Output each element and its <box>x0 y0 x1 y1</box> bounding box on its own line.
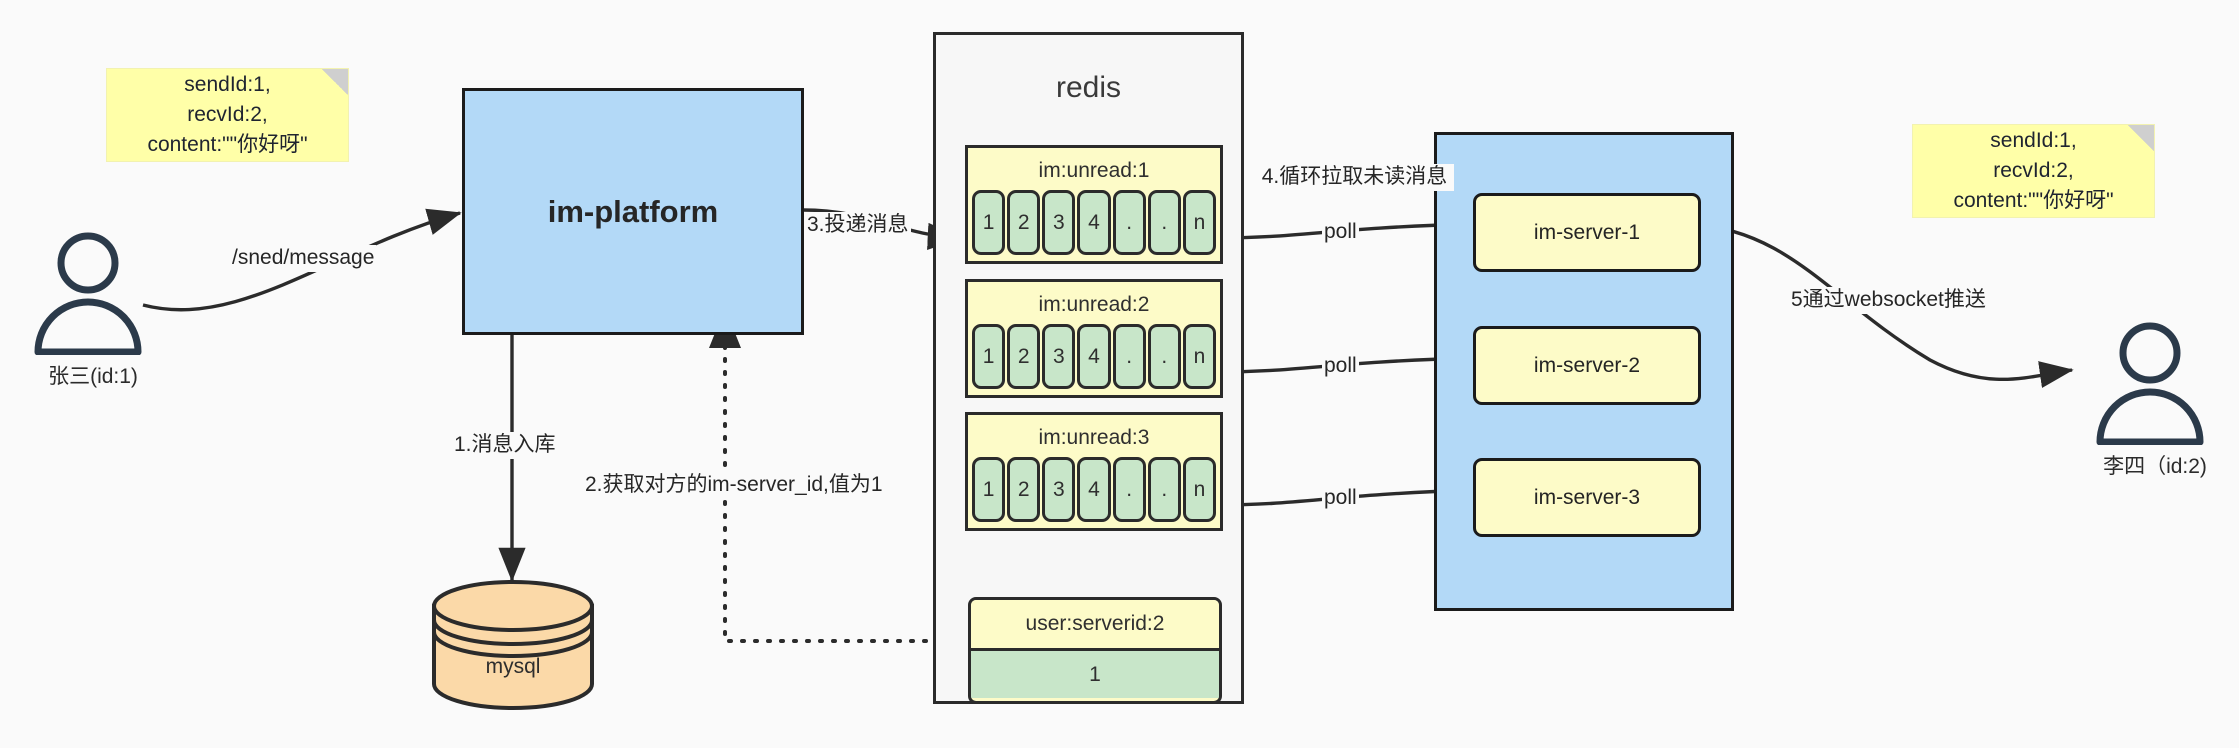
edge-label-send-message: /sned/message <box>230 245 377 272</box>
mysql-label: mysql <box>485 655 541 679</box>
redis-queue-3-cells: 1 2 3 4 . . n <box>972 457 1216 522</box>
sender-actor: 张三(id:1) <box>28 230 158 390</box>
im-server-1-label: im-server-1 <box>1533 220 1641 244</box>
queue-cell: . <box>1112 457 1146 522</box>
im-servers-container: im-server-1 im-server-2 im-server-3 <box>1434 132 1734 611</box>
queue-cell: 4 <box>1077 457 1111 522</box>
redis-serverid-key: user:serverid:2 <box>971 600 1219 648</box>
database-cylinder-icon <box>432 580 594 710</box>
edge-label-step2: 2.获取对方的im-server_id,值为1 <box>583 472 885 499</box>
redis-queue-1[interactable]: im:unread:1 1 2 3 4 . . n <box>965 145 1223 264</box>
receiver-actor-label: 李四（id:2) <box>2103 455 2207 478</box>
queue-cell: . <box>1147 190 1181 255</box>
sender-actor-label: 张三(id:1) <box>48 365 138 388</box>
queue-cell: 1 <box>972 324 1006 389</box>
redis-serverid-entry[interactable]: user:serverid:2 1 <box>968 597 1222 704</box>
queue-cell: 1 <box>972 190 1006 255</box>
sticky-note-left-text: sendId:1, recvId:2, content:""你好呀" <box>147 73 308 156</box>
queue-cell: 4 <box>1077 190 1111 255</box>
im-server-2[interactable]: im-server-2 <box>1473 326 1701 405</box>
queue-cell: n <box>1182 190 1216 255</box>
im-server-3[interactable]: im-server-3 <box>1473 458 1701 537</box>
queue-cell: . <box>1112 324 1146 389</box>
sticky-note-right: sendId:1, recvId:2, content:""你好呀" <box>1912 124 2155 218</box>
receiver-actor: 李四（id:2) <box>2090 320 2220 480</box>
queue-cell: n <box>1182 457 1216 522</box>
queue-cell: 2 <box>1007 324 1041 389</box>
person-icon <box>34 232 142 356</box>
edge-label-step4: 4.循环拉取未读消息 <box>1255 164 1454 191</box>
redis-queue-3-key: im:unread:3 <box>1038 426 1150 449</box>
queue-cell: 2 <box>1007 190 1041 255</box>
redis-serverid-value: 1 <box>971 648 1219 698</box>
redis-container: redis im:unread:1 1 2 3 4 . . n im:unrea… <box>933 32 1244 704</box>
queue-cell: . <box>1112 190 1146 255</box>
sticky-fold-icon <box>322 69 348 95</box>
edge-label-poll-1: poll <box>1322 219 1359 246</box>
edge-label-poll-2: poll <box>1322 353 1359 380</box>
im-server-1[interactable]: im-server-1 <box>1473 193 1701 272</box>
edge-label-step1: 1.消息入库 <box>452 432 558 459</box>
person-icon <box>2096 322 2204 446</box>
redis-queue-1-key: im:unread:1 <box>1038 159 1150 182</box>
im-platform-label: im-platform <box>547 193 719 229</box>
redis-queue-2-cells: 1 2 3 4 . . n <box>972 324 1216 389</box>
queue-cell: 2 <box>1007 457 1041 522</box>
redis-queue-2-key: im:unread:2 <box>1038 293 1150 316</box>
edge-label-poll-3: poll <box>1322 485 1359 512</box>
redis-queue-2[interactable]: im:unread:2 1 2 3 4 . . n <box>965 279 1223 398</box>
im-server-2-label: im-server-2 <box>1533 353 1641 377</box>
queue-cell: n <box>1182 324 1216 389</box>
redis-queue-1-cells: 1 2 3 4 . . n <box>972 190 1216 255</box>
redis-title: redis <box>1055 71 1122 104</box>
redis-queue-3[interactable]: im:unread:3 1 2 3 4 . . n <box>965 412 1223 531</box>
queue-cell: . <box>1147 324 1181 389</box>
queue-cell: 3 <box>1042 324 1076 389</box>
sticky-note-left: sendId:1, recvId:2, content:""你好呀" <box>106 68 349 162</box>
sticky-fold-icon <box>2128 125 2154 151</box>
queue-cell: 1 <box>972 457 1006 522</box>
im-server-3-label: im-server-3 <box>1533 485 1641 509</box>
edge-label-step5: 5通过websocket推送 <box>1789 287 1988 314</box>
edge-label-step3: 3.投递消息 <box>805 212 911 239</box>
queue-cell: . <box>1147 457 1181 522</box>
queue-cell: 3 <box>1042 457 1076 522</box>
sticky-note-right-text: sendId:1, recvId:2, content:""你好呀" <box>1953 129 2114 212</box>
queue-cell: 3 <box>1042 190 1076 255</box>
im-platform-box[interactable]: im-platform <box>462 88 804 335</box>
mysql-database[interactable]: mysql <box>428 580 598 710</box>
queue-cell: 4 <box>1077 324 1111 389</box>
